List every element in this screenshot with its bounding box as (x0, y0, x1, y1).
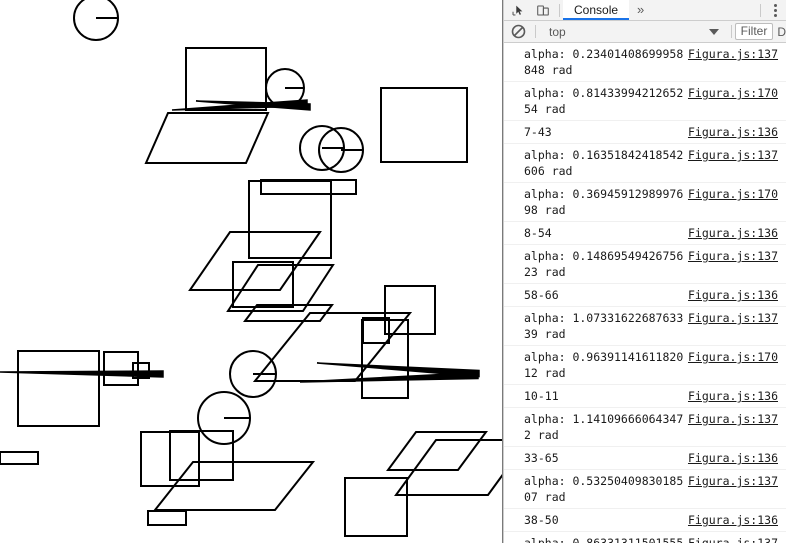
toolbar-divider-2 (730, 25, 732, 38)
console-message-text: alpha: 1.0733162268763339 rad (524, 311, 684, 341)
page-right-border (502, 0, 503, 543)
console-message-source-link[interactable]: Figura.js:136 (687, 451, 778, 465)
console-message-text: alpha: 0.5325040983018507 rad (524, 474, 684, 504)
console-message-source-link[interactable]: Figura.js:137 (687, 249, 778, 263)
execution-context-label: top (549, 24, 566, 39)
console-message-source-link[interactable]: Figura.js:137 (687, 311, 778, 325)
kebab-menu-icon[interactable] (764, 0, 786, 20)
tab-console-label: Console (574, 3, 619, 17)
log-levels-selector[interactable]: D (777, 24, 786, 39)
console-message-row[interactable]: 58-66 Figura.js:136 (504, 284, 786, 307)
devtools-tabstrip: Console » (504, 0, 786, 21)
console-message-text: 10-11 (524, 389, 559, 403)
console-message-source-link[interactable]: Figura.js:170 (687, 187, 778, 201)
tabstrip-divider-right (760, 3, 761, 17)
inspect-cursor-icon[interactable] (504, 0, 530, 20)
console-message-text: alpha: 0.16351842418542606 rad (524, 148, 684, 178)
tabstrip-divider (559, 3, 560, 17)
console-filter-toolbar: top Filter D (504, 21, 786, 43)
console-message-source-link[interactable]: Figura.js:137 (687, 536, 778, 543)
console-message-text: alpha: 0.8143399421265254 rad (524, 86, 684, 116)
console-message-row[interactable]: 38-50 Figura.js:136 (504, 509, 786, 532)
console-message-text: 7-43 (524, 125, 552, 139)
tab-console[interactable]: Console (563, 0, 630, 20)
chevron-down-icon[interactable] (708, 28, 719, 35)
console-message-text: alpha: 0.8633131150155536 rad (524, 536, 684, 543)
console-message-text: alpha: 0.9639114161182012 rad (524, 350, 684, 380)
console-message-text: alpha: 0.3694591298997698 rad (524, 187, 684, 217)
console-message-row[interactable]: 33-65 Figura.js:136 (504, 447, 786, 470)
tab-overflow-button[interactable]: » (637, 2, 645, 17)
console-message-row[interactable]: 8-54 Figura.js:136 (504, 222, 786, 245)
toolbar-divider (535, 25, 536, 38)
console-message-source-link[interactable]: Figura.js:137 (687, 474, 778, 488)
device-toolbar-icon[interactable] (530, 0, 556, 20)
console-message-source-link[interactable]: Figura.js:170 (687, 86, 778, 100)
console-message-text: alpha: 0.23401408699958848 rad (524, 47, 684, 77)
console-message-source-link[interactable]: Figura.js:137 (687, 148, 778, 162)
console-message-source-link[interactable]: Figura.js:136 (687, 288, 778, 302)
filter-input[interactable]: Filter (734, 23, 774, 40)
console-message-row[interactable]: alpha: 0.8633131150155536 radFigura.js:1… (504, 532, 786, 543)
devtools-panel: Console » top F (503, 0, 786, 543)
console-message-text: alpha: 0.1486954942675623 rad (524, 249, 684, 279)
execution-context-selector[interactable]: top (539, 21, 728, 42)
console-message-text: alpha: 1.141096660643472 rad (524, 412, 684, 442)
console-message-row[interactable]: 10-11 Figura.js:136 (504, 385, 786, 408)
console-message-text: 38-50 (524, 513, 559, 527)
figura-drawing-canvas[interactable] (0, 0, 503, 543)
console-message-text: 8-54 (524, 226, 552, 240)
console-message-text: 33-65 (524, 451, 559, 465)
console-message-source-link[interactable]: Figura.js:137 (687, 47, 778, 61)
clear-console-icon[interactable] (504, 21, 532, 42)
console-message-source-link[interactable]: Figura.js:136 (687, 389, 778, 403)
console-message-source-link[interactable]: Figura.js:137 (687, 412, 778, 426)
console-message-text: 58-66 (524, 288, 559, 302)
console-message-source-link[interactable]: Figura.js:170 (687, 350, 778, 364)
console-message-row[interactable]: 7-43 Figura.js:136 (504, 121, 786, 144)
console-message-source-link[interactable]: Figura.js:136 (687, 513, 778, 527)
console-message-source-link[interactable]: Figura.js:136 (687, 125, 778, 139)
web-page-content (0, 0, 503, 543)
console-message-source-link[interactable]: Figura.js:136 (687, 226, 778, 240)
